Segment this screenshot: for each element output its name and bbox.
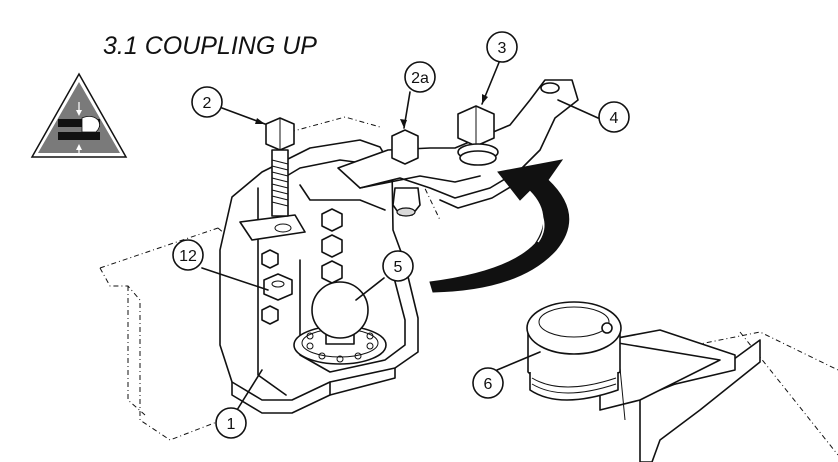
callout-3: 3 — [486, 31, 518, 63]
svg-text:3: 3 — [498, 40, 507, 57]
coupling-ball — [293, 281, 387, 365]
callout-2: 2 — [191, 86, 223, 118]
trailer-coupling — [526, 301, 838, 462]
bolt-2 — [265, 117, 295, 217]
callout-5: 5 — [382, 250, 414, 282]
callout-12: 12 — [172, 239, 204, 271]
svg-text:1: 1 — [227, 416, 236, 433]
leader-lines — [201, 59, 599, 411]
svg-text:2a: 2a — [411, 70, 429, 87]
page-title: 3.1 COUPLING UP — [103, 32, 317, 60]
callout-1: 1 — [215, 407, 247, 439]
callout-2a: 2a — [404, 61, 436, 93]
svg-text:12: 12 — [179, 248, 197, 265]
hand-crush-warning-icon — [30, 72, 128, 158]
callout-6: 6 — [472, 367, 504, 399]
svg-text:6: 6 — [484, 376, 493, 393]
rotation-arrow-icon — [429, 159, 570, 293]
svg-text:4: 4 — [610, 110, 619, 127]
svg-text:2: 2 — [203, 95, 212, 112]
callout-4: 4 — [598, 101, 630, 133]
svg-text:5: 5 — [394, 259, 403, 276]
